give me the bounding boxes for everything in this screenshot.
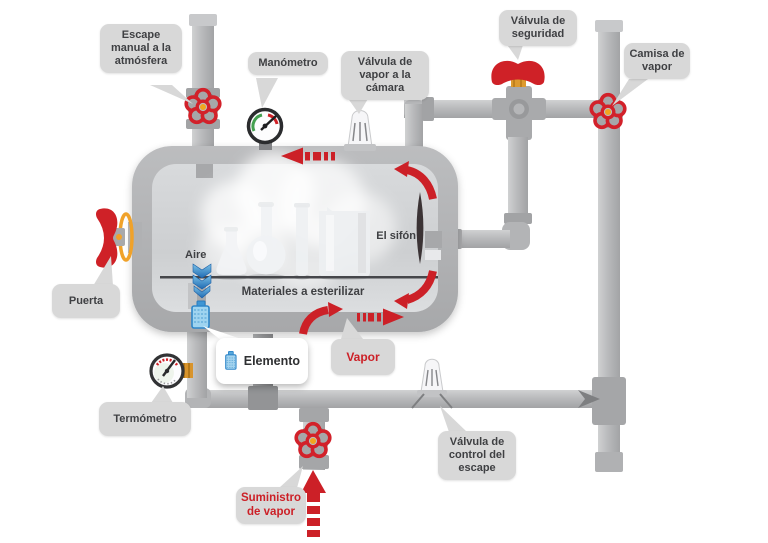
callout-exhaust-control-valve: Válvula de control del escape (438, 431, 516, 480)
callout-steam-label: Vapor (346, 349, 380, 364)
callout-pressure-gauge-label: Manómetro (258, 57, 318, 69)
siphon-shape (416, 192, 424, 264)
pipe-tee-junction (578, 377, 626, 425)
callout-tails (93, 42, 648, 488)
callout-steam-jacket: Camisa de vapor (624, 43, 690, 79)
callout-thermometer-label: Termómetro (113, 412, 177, 425)
steam-flow-arrow-top (281, 147, 335, 165)
callout-door: Puerta (52, 284, 120, 318)
callout-element: Elemento (216, 338, 308, 384)
safety-valve-handle-icon (491, 60, 545, 87)
steam-outlet-arrow (357, 308, 404, 326)
callout-safety-valve: Válvula de seguridad (499, 10, 577, 46)
callout-manual-escape: Escape manual a la atmósfera (100, 24, 182, 73)
chamber-steam-valve-icon (344, 110, 376, 151)
pipe-escape-vertical (186, 14, 220, 150)
callout-steam-supply-label: Suministro de vapor (240, 492, 302, 518)
callout-safety-valve-label: Válvula de seguridad (510, 15, 566, 40)
steam-circulation-arrow-lower (394, 270, 437, 309)
air-arrow-icon (192, 263, 212, 299)
callout-door-label: Puerta (68, 294, 104, 307)
glassware (215, 202, 371, 280)
pipe-cross-junction (492, 86, 546, 140)
steam-inlet-arrow (299, 302, 343, 335)
element-icon (225, 350, 237, 370)
door-handle-icon (96, 208, 142, 268)
pipe-chamber-outlet-vertical (187, 330, 207, 398)
callout-manual-escape-label: Escape manual a la atmósfera (111, 29, 171, 67)
steam-circulation-arrow-upper (394, 161, 437, 200)
floor-line (160, 276, 438, 279)
test-tube (296, 205, 308, 276)
exhaust-control-valve-icon (411, 358, 453, 409)
callout-steam-jacket-label: Camisa de vapor (629, 48, 685, 73)
callout-element-label: Elemento (243, 353, 300, 368)
callout-chamber-steam-valve: Válvula de vapor a la cámara (341, 51, 429, 100)
callout-chamber-steam-valve-label: Válvula de vapor a la cámara (357, 56, 413, 94)
pressure-gauge-icon (246, 107, 284, 150)
pipe-bottom-horizontal (185, 388, 600, 408)
callout-steam-supply: Suministro de vapor (236, 487, 306, 525)
steam-supply-arrow (301, 470, 326, 537)
callout-exhaust-control-valve-label: Válvula de control del escape (448, 436, 506, 474)
callout-thermometer: Termómetro (99, 402, 191, 436)
air-label: Aire (185, 249, 207, 261)
callout-steam: Vapor (331, 339, 395, 375)
thermometer-gauge-icon (149, 353, 193, 389)
element-filter-icon (191, 300, 210, 329)
callout-pressure-gauge: Manómetro (248, 52, 328, 75)
erlenmeyer-flask (216, 230, 247, 275)
materials-label: Materiales a esterilizar (241, 286, 365, 298)
pipe-steam-jacket-vertical (595, 20, 623, 472)
siphon-label: El sifón (376, 230, 416, 242)
